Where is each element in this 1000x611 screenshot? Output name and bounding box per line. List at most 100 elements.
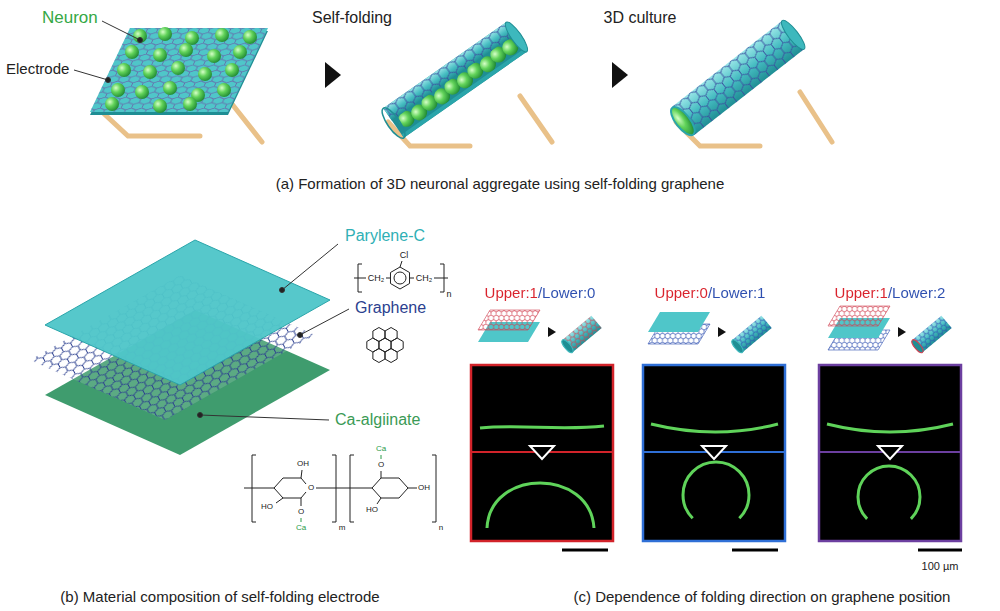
folding-tube [378,19,531,141]
layer-schematic [730,338,745,354]
alginate-structure [377,498,381,504]
atom-label: Cl [400,250,409,260]
micrograph-panel [702,446,726,459]
neuron-cell [117,63,131,77]
leader-line [138,38,143,43]
leader-line [282,244,338,290]
parylene-structure [358,264,362,292]
neuron-cell [183,97,197,111]
alginate-structure [372,478,408,498]
rolled-tube [667,103,699,138]
leader-line [198,413,203,418]
alginate-structure [332,455,336,522]
alginate-structure [301,470,302,478]
panel-caption: (b) Material composition of self-folding… [60,588,379,605]
parylene-structure [386,278,390,279]
graphene-structure [373,328,385,342]
leader-line [106,78,111,83]
atom-label: CH₂ [416,273,433,283]
leader-line [300,309,349,335]
graphene-structure [373,349,385,363]
graphene-structure [367,328,403,363]
leader-line [200,415,329,420]
parylene-structure [390,267,409,289]
alginate-structure [350,455,354,522]
leader-line [298,333,303,338]
neuron-cell [207,49,221,63]
folding-tube [383,22,527,138]
leader-line [74,70,108,80]
leader-line [102,21,140,40]
alginate-structure [432,455,436,522]
layer-schematic [718,327,726,337]
neuron-cell [171,61,185,75]
micrograph-panel [878,446,902,459]
parylene-structure [354,278,366,279]
alginate-structure [301,518,302,522]
micrograph-panel [471,365,961,541]
neuron-cell [105,97,119,111]
atom-label: O [308,483,314,492]
micrograph-panel [683,462,749,518]
atom-label: O [298,507,304,516]
neuron-cell [158,27,172,41]
leader-line [280,288,285,293]
alginate-structure [244,488,274,489]
neuron-cell [111,83,125,97]
alginate-structure [301,498,302,506]
parylene-structure [354,261,448,292]
neuron-cell [135,85,149,99]
rolled-tube [778,18,808,53]
layer-schematic [648,312,710,332]
atom-label: OH [297,459,309,468]
parylene-structure [440,264,444,292]
alginate-structure [381,455,382,459]
condition-label: Upper:1/Lower:0 [485,284,596,301]
neuron-cell [243,30,257,44]
atom-label: Ca [376,444,386,453]
alginate-structure [244,455,436,522]
parylene-structure [434,278,448,279]
parylene-layer [45,240,330,385]
layer-schematic [560,316,602,355]
folding-tube [502,19,531,54]
layer-schematic [560,338,575,354]
flat-electrode-sheet [90,28,268,112]
neuron-cell [133,29,147,43]
layer-label: Parylene-C [345,227,425,245]
micrograph-panel [827,424,953,432]
rolled-tube [666,18,808,140]
layer-schematic [910,316,952,355]
micrograph-panel [480,426,604,428]
parylene-structure [400,261,402,267]
alginate-structure [381,471,382,478]
micrograph-panel [643,365,785,541]
subscript-label: m [339,523,346,532]
leader-line [74,21,143,83]
layer-label: Ca-algiinate [335,411,420,429]
condition-label: Upper:1/Lower:2 [835,284,946,301]
part-label: Neuron [42,8,98,28]
layer-label: Graphene [355,299,426,317]
neuron-cell [153,48,167,62]
alginate-structure [252,455,256,522]
layer-schematic [478,310,540,330]
electrode-strip [232,104,262,142]
layer-schematic [548,327,556,337]
alginate-structure [408,488,417,489]
scale-bar [732,549,778,552]
rolled-tube [672,21,804,136]
atom-label: O [378,460,384,469]
graphene-structure [385,349,397,363]
neuron-cell [179,43,193,57]
subscript-label: n [446,289,451,299]
alginate-structure [316,488,372,489]
atom-label: OH [418,483,430,492]
panel-caption: (a) Formation of 3D neuronal aggregate u… [276,175,725,192]
leader-line [198,244,350,420]
atom-label: Ca [296,523,306,532]
alginate-structure [274,478,306,498]
process-arrow [325,62,341,88]
